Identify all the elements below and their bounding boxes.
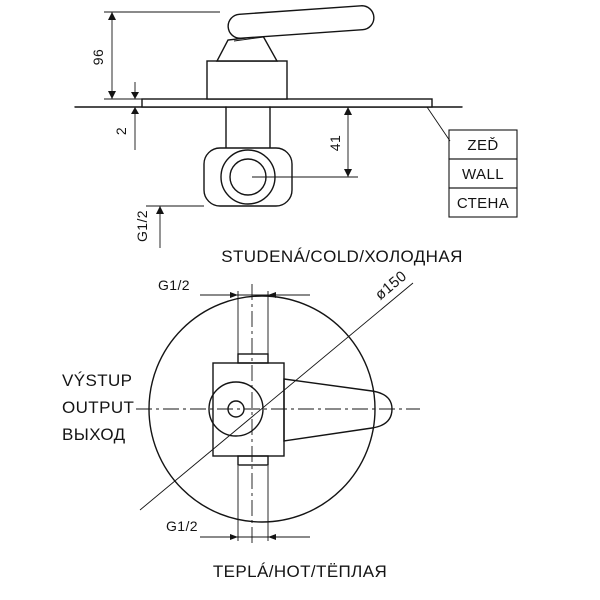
wall-label-en: WALL	[462, 166, 504, 183]
arrowhead	[230, 292, 238, 298]
output-label-en: OUTPUT	[62, 398, 134, 417]
cartridge-dome	[215, 35, 279, 62]
arrowhead	[131, 92, 139, 99]
diameter-label: ø150	[372, 268, 410, 304]
inlet-thread-bottom-label: G1/2	[166, 518, 198, 534]
trim-plate-side	[141, 98, 433, 108]
output-label-group: VÝSTUP OUTPUT ВЫХОД	[62, 371, 134, 444]
outlet-thread-label: G1/2	[134, 210, 150, 242]
wall-label-ru: СТЕНА	[457, 195, 509, 212]
diameter-callout: ø150	[139, 268, 414, 511]
valve-body-front	[212, 362, 285, 457]
arrowhead	[344, 107, 352, 115]
cartridge-circle	[208, 381, 264, 437]
dimension-g12-top: G1/2	[158, 277, 310, 359]
dimension-96: 96	[90, 11, 220, 100]
inlet-port-bottom	[237, 455, 269, 466]
arrowhead	[108, 91, 116, 99]
hot-water-label: TEPLÁ/HOT/ТЁПЛАЯ	[213, 562, 387, 581]
outlet-thread-callout: G1/2	[134, 205, 204, 248]
lever-handle-side	[227, 5, 375, 39]
dim-2-label: 2	[113, 127, 129, 135]
arrowhead	[156, 206, 164, 214]
front-view-drawing: ø150 G1/2 G1/2 STUDENÁ/COLD/ХОЛОДНАЯ TEP…	[62, 247, 463, 581]
dimension-2: 2	[113, 82, 139, 150]
lever-joint-line	[233, 36, 265, 42]
output-label-ru: ВЫХОД	[62, 425, 126, 444]
arrowhead	[108, 12, 116, 20]
cold-water-label: STUDENÁ/COLD/ХОЛОДНАЯ	[221, 247, 463, 266]
dimension-g12-bottom: G1/2	[166, 466, 310, 541]
arrowhead	[268, 534, 276, 540]
arrowhead	[268, 292, 276, 298]
lever-handle-front	[283, 378, 393, 442]
output-label-cz: VÝSTUP	[62, 371, 132, 390]
inlet-port-top	[237, 353, 269, 364]
wall-label-cz: ZEĎ	[467, 137, 498, 154]
dimension-41: 41	[252, 107, 358, 178]
side-view-drawing: 96 2 41 G1/2	[74, 5, 518, 248]
arrowhead	[230, 534, 238, 540]
mixer-body-side	[206, 60, 288, 100]
dim-96-label: 96	[90, 49, 106, 65]
diameter-leader-line	[139, 282, 414, 511]
wall-label-table: ZEĎ WALL СТЕНА	[426, 106, 518, 218]
wall-label-box	[448, 187, 518, 218]
wall-leader-line	[426, 106, 451, 142]
arrowhead	[344, 169, 352, 177]
inlet-thread-top-label: G1/2	[158, 277, 190, 293]
arrowhead	[131, 107, 139, 114]
dim-41-label: 41	[327, 135, 343, 151]
